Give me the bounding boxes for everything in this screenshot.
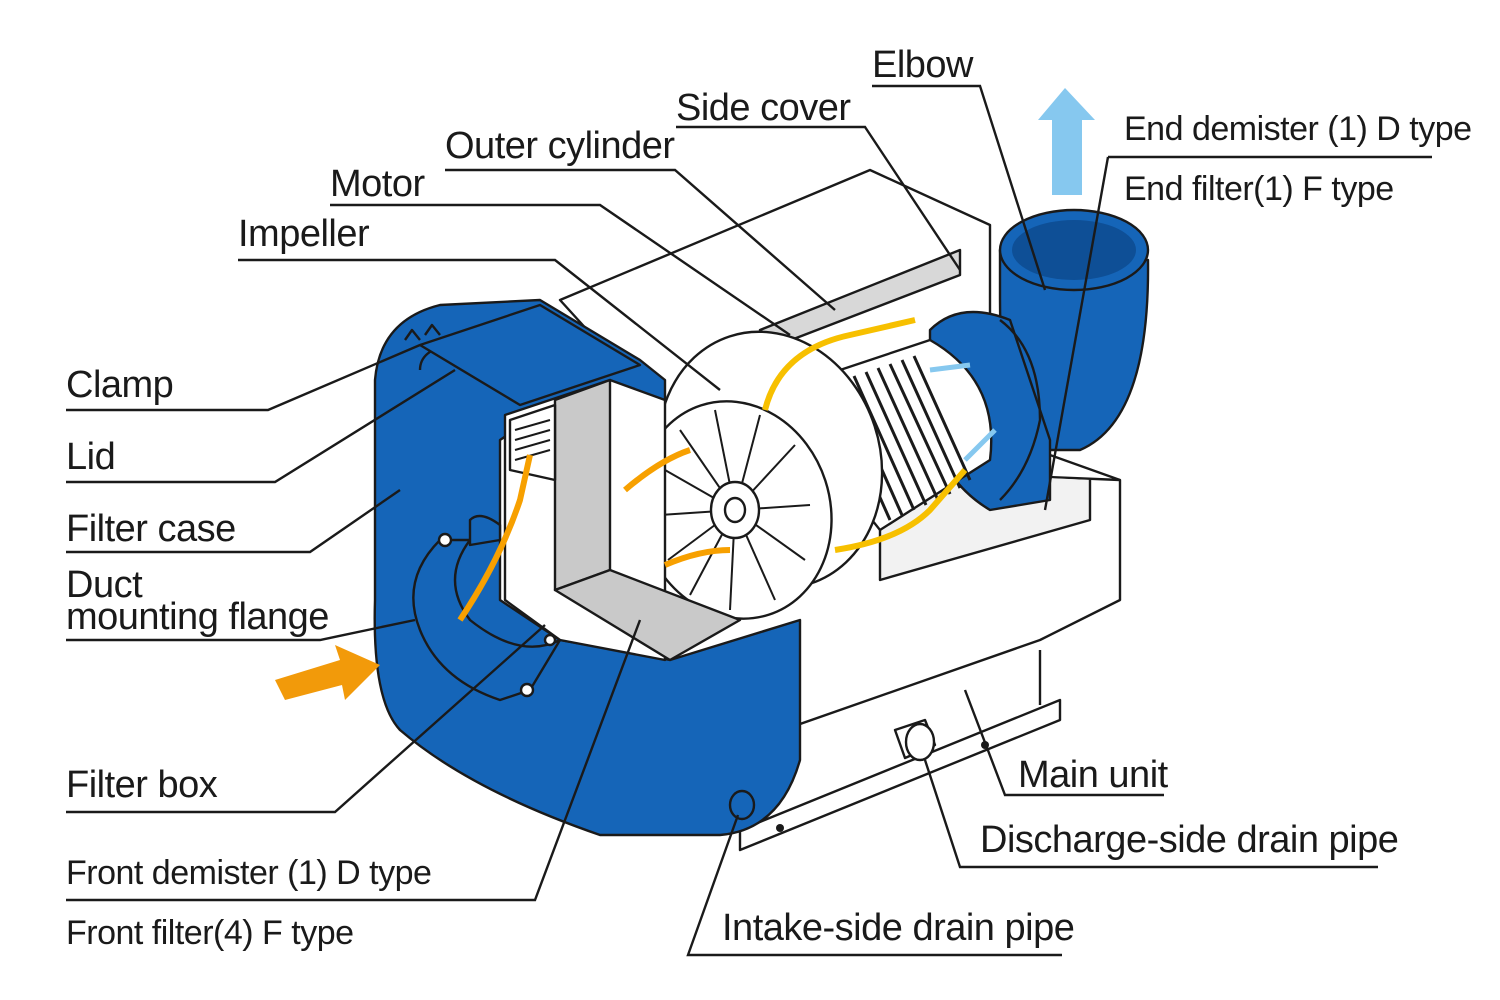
airflow-curve-5: [834, 468, 968, 553]
intake-drain-pipe-shape: [728, 789, 756, 821]
label-end-demister: End demister (1) D type: [1124, 110, 1472, 148]
label-filter-case: Filter case: [66, 508, 236, 550]
label-duct-line1: Duct: [66, 564, 143, 606]
label-end-filter: End filter(1) F type: [1124, 170, 1394, 208]
label-clamp: Clamp: [66, 364, 173, 406]
airflow-curve-1: [457, 454, 533, 622]
filter-box-shape: [373, 298, 802, 837]
duct-flange-shape: [412, 514, 562, 702]
airflow-curve-3: [663, 547, 731, 568]
discharge-drain-pipe-shape: [893, 718, 937, 762]
airflow-arrows: [275, 88, 1095, 700]
airflow-curve-2: [623, 447, 691, 493]
label-intake-drain: Intake-side drain pipe: [722, 907, 1074, 949]
label-motor: Motor: [330, 163, 425, 205]
intake-arrow: [275, 645, 380, 700]
label-duct-line2: mounting flange: [66, 596, 329, 638]
part-labels: Elbow Side cover Outer cylinder Motor Im…: [66, 44, 1472, 952]
impeller-shape: [637, 330, 884, 620]
label-elbow: Elbow: [872, 44, 974, 86]
label-discharge-drain: Discharge-side drain pipe: [980, 819, 1398, 861]
outlet-arrow: [1038, 88, 1095, 195]
label-filter-box: Filter box: [66, 764, 218, 806]
airflow-curve-7: [963, 428, 997, 462]
label-impeller: Impeller: [238, 213, 370, 255]
leader-lines: [66, 84, 1432, 957]
label-side-cover: Side cover: [676, 87, 851, 129]
airflow-curve-4: [762, 317, 916, 411]
label-front-filter: Front filter(4) F type: [66, 914, 354, 952]
label-lid: Lid: [66, 436, 115, 478]
label-outer-cylinder: Outer cylinder: [445, 125, 675, 167]
airflow-curve-6: [929, 362, 971, 373]
label-main-unit: Main unit: [1018, 754, 1169, 796]
label-front-demister: Front demister (1) D type: [66, 854, 431, 892]
base-plate: [738, 650, 1062, 852]
